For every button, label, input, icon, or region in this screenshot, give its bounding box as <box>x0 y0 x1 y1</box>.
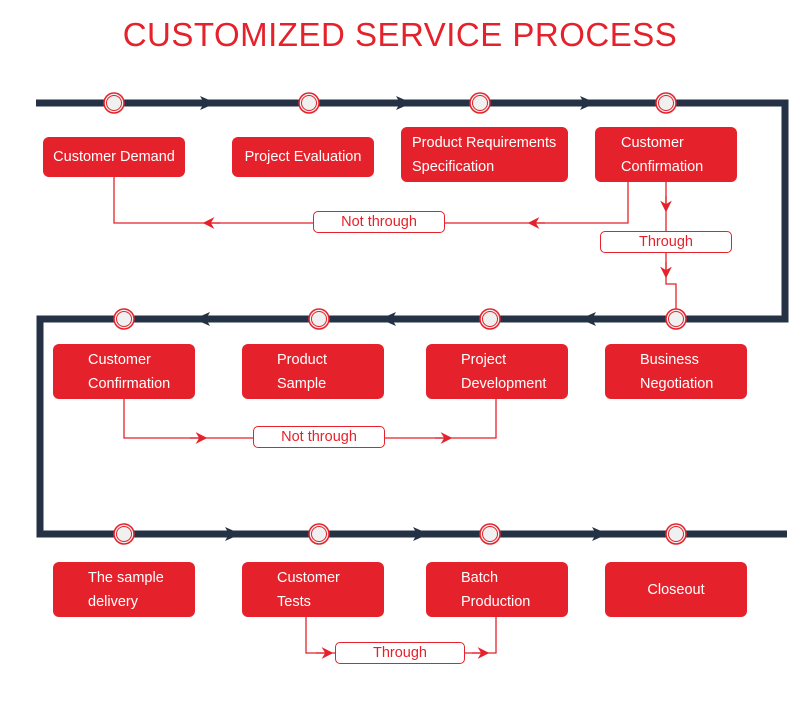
step-label-line2: Tests <box>277 593 311 610</box>
step-label-line1: Project <box>461 351 507 368</box>
step-label-line1: Customer <box>621 134 684 151</box>
step-customer-confirmation-1[interactable]: Customer Confirmation <box>595 127 737 182</box>
step-label-line2: delivery <box>88 593 138 610</box>
step-node-inner-ring <box>482 311 498 327</box>
track-arrow-icon <box>592 527 608 541</box>
step-sample-delivery[interactable]: The sample delivery <box>53 562 195 617</box>
step-node-inner-ring <box>472 95 488 111</box>
step-node-inner-ring <box>668 311 684 327</box>
step-label-line1: Customer <box>88 351 151 368</box>
step-label-line1: Product Requirements <box>412 134 557 151</box>
step-label-line2: Confirmation <box>88 375 171 392</box>
step-node-inner-ring <box>311 311 327 327</box>
step-customer-confirmation-2[interactable]: Customer Confirmation <box>53 344 195 399</box>
step-label-line2: Production <box>461 593 531 610</box>
step-label-line2: Confirmation <box>621 158 704 175</box>
branch-label-through-3: Through <box>335 642 465 664</box>
step-label: Closeout <box>647 581 705 598</box>
step-product-requirements-specification[interactable]: Product Requirements Specification <box>401 127 568 182</box>
track-arrow-icon <box>580 312 596 326</box>
step-node-inner-ring <box>106 95 122 111</box>
step-label: Customer Demand <box>53 149 175 165</box>
step-label-line1: The sample <box>88 569 164 586</box>
diagram-title: CUSTOMIZED SERVICE PROCESS <box>122 16 678 53</box>
track-arrow-icon <box>225 527 241 541</box>
step-customer-demand[interactable]: Customer Demand <box>43 137 185 177</box>
step-label-line1: Business <box>640 351 699 368</box>
branch-label-not-through-2: Not through <box>253 426 385 448</box>
track-arrow-icon <box>200 96 216 110</box>
step-label: Project Evaluation <box>244 149 362 165</box>
step-project-development[interactable]: Project Development <box>426 344 568 399</box>
branch-label-through-1: Through <box>600 231 732 253</box>
track-arrow-icon <box>580 96 596 110</box>
step-label-line2: Specification <box>412 158 495 175</box>
step-label-line1: Batch <box>461 569 499 586</box>
step-label-line1: Customer <box>277 569 340 586</box>
branch-label-not-through-1: Not through <box>313 211 445 233</box>
step-closeout[interactable]: Closeout <box>605 562 747 617</box>
step-node-inner-ring <box>482 526 498 542</box>
track-arrow-icon <box>194 312 210 326</box>
step-batch-production[interactable]: Batch Production <box>426 562 568 617</box>
step-label-line2: Negotiation <box>640 375 714 392</box>
step-label-line2: Sample <box>277 375 327 392</box>
step-node-inner-ring <box>668 526 684 542</box>
step-business-negotiation[interactable]: Business Negotiation <box>605 344 747 399</box>
step-node-inner-ring <box>658 95 674 111</box>
step-node-inner-ring <box>301 95 317 111</box>
step-customer-tests[interactable]: Customer Tests <box>242 562 384 617</box>
step-node-inner-ring <box>116 311 132 327</box>
step-product-sample[interactable]: Product Sample <box>242 344 384 399</box>
step-node-inner-ring <box>116 526 132 542</box>
step-project-evaluation[interactable]: Project Evaluation <box>232 137 374 177</box>
step-label-line2: Development <box>461 375 547 392</box>
track-arrow-icon <box>396 96 412 110</box>
track-arrow-icon <box>413 527 429 541</box>
step-label-line1: Product <box>277 351 327 368</box>
step-node-inner-ring <box>311 526 327 542</box>
track-arrow-icon <box>380 312 396 326</box>
